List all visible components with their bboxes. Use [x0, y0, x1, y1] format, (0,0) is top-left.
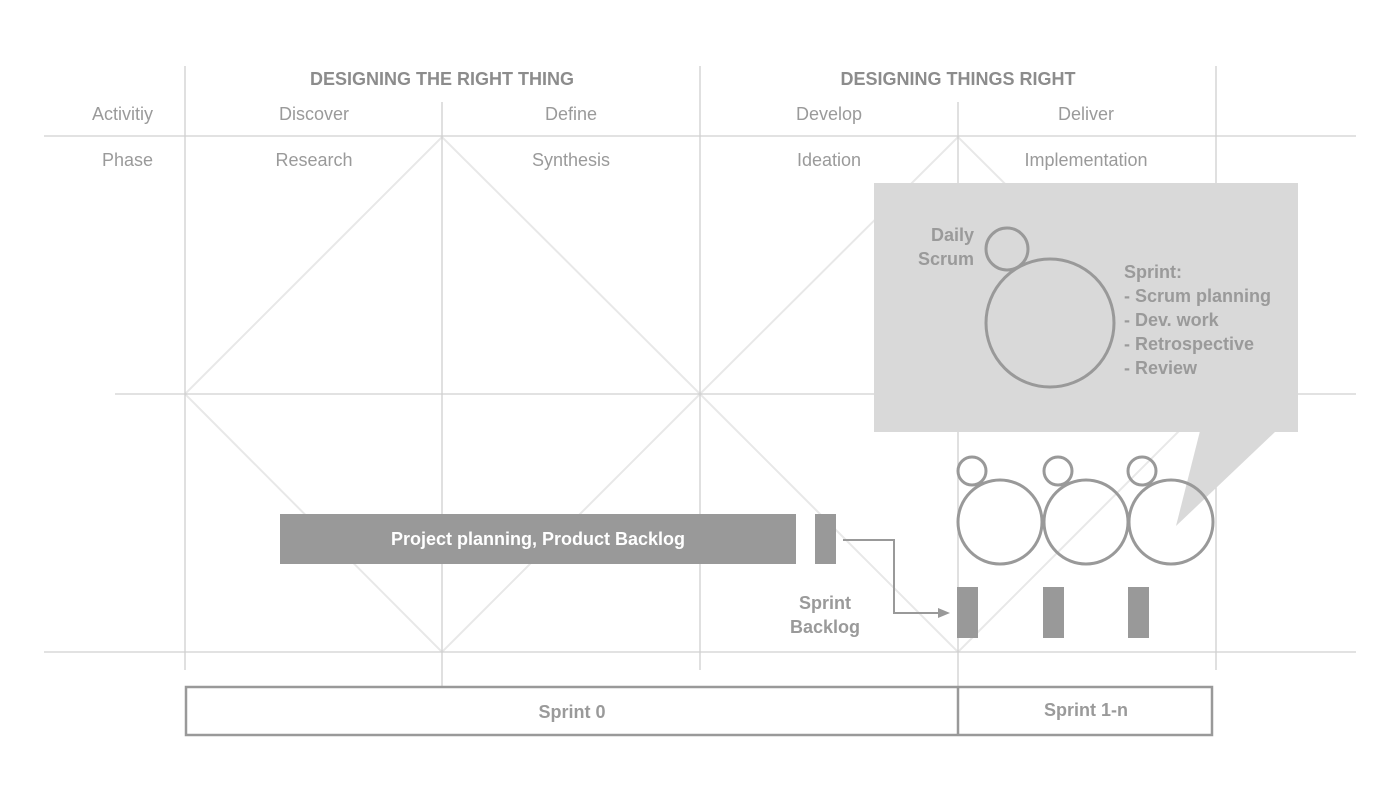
daily-scrum-label-1: Daily [931, 225, 974, 245]
activity-deliver: Deliver [1058, 104, 1114, 124]
sprint-line: Sprint: [1124, 262, 1182, 282]
sprint-line: - Review [1124, 358, 1198, 378]
phase-research: Research [275, 150, 352, 170]
sprint-line: - Retrospective [1124, 334, 1254, 354]
sprint-0-label: Sprint 0 [538, 702, 605, 722]
sprint-cycle-circle [1042, 478, 1130, 566]
sprint-backlog-item [1043, 587, 1064, 638]
sprint-backlog-item [957, 587, 978, 638]
header-designing-things-right: DESIGNING THINGS RIGHT [840, 69, 1075, 89]
sprint-backlog-item [1128, 587, 1149, 638]
sprint-backlog-label-1: Sprint [799, 593, 851, 613]
sprint-backlog-bar [815, 514, 836, 564]
project-planning-bar [280, 514, 796, 564]
phase-ideation: Ideation [797, 150, 861, 170]
sprint-1n-label: Sprint 1-n [1044, 700, 1128, 720]
daily-scrum-circle [984, 226, 1030, 272]
arrow-icon [843, 539, 950, 618]
project-planning-label: Project planning, Product Backlog [391, 529, 685, 549]
sprint-cycles [956, 455, 1215, 566]
sprint-callout: Daily Scrum Sprint: - Scrum planning - D… [874, 183, 1298, 526]
activity-define: Define [545, 104, 597, 124]
daily-scrum-small-circle [1126, 455, 1158, 487]
phase-synthesis: Synthesis [532, 150, 610, 170]
row-label-phase: Phase [102, 150, 153, 170]
activity-develop: Develop [796, 104, 862, 124]
sprint-cycle-circle [956, 478, 1044, 566]
daily-scrum-label-2: Scrum [918, 249, 974, 269]
sprint-timeline: Sprint 0 Sprint 1-n [184, 685, 1214, 737]
activity-discover: Discover [279, 104, 349, 124]
sprint-line: - Scrum planning [1124, 286, 1271, 306]
sprint-cycle-circle [1127, 478, 1215, 566]
row-label-activity: Activitiy [92, 104, 153, 124]
daily-scrum-small-circle [1042, 455, 1074, 487]
daily-scrum-small-circle [956, 455, 988, 487]
sprint-circle [984, 257, 1116, 389]
sprint-line: - Dev. work [1124, 310, 1220, 330]
sprint-backlog-label-2: Backlog [790, 617, 860, 637]
phase-implementation: Implementation [1024, 150, 1147, 170]
header-designing-right-thing: DESIGNING THE RIGHT THING [310, 69, 574, 89]
